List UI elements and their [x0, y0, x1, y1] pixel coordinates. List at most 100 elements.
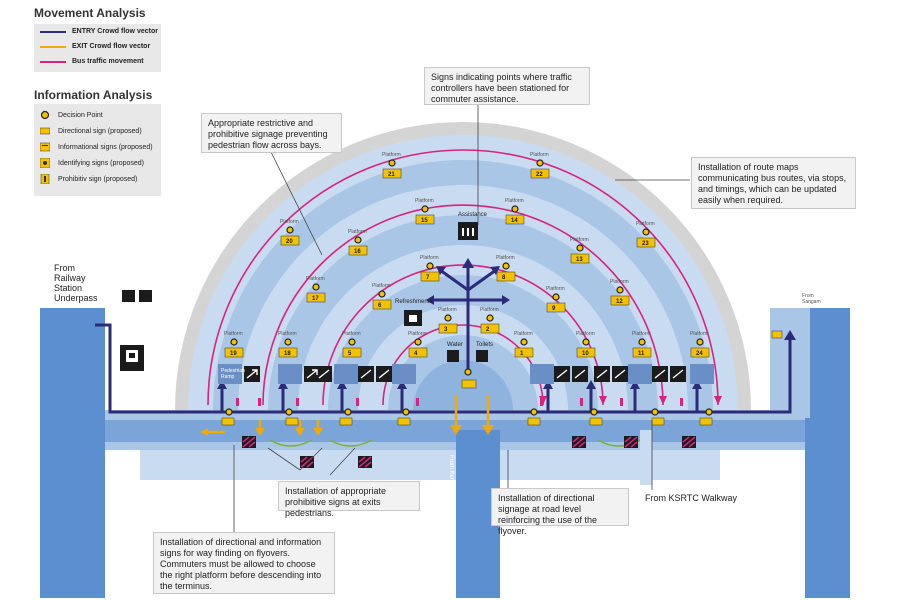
legend-informational-row: Informational signs (proposed): [40, 142, 153, 152]
platform-label: Platform: [632, 331, 651, 337]
platform-decision-point: [502, 262, 510, 270]
platform-decision-point: [378, 290, 386, 298]
central-amenities: [120, 222, 488, 371]
platform-sign: [420, 271, 440, 282]
platform-number: 8: [502, 275, 506, 281]
callout-prohibitive-exits: Installation of appropriate prohibitive …: [278, 481, 420, 518]
platform-label: Platform: [342, 331, 361, 337]
platform-sign: [570, 253, 590, 264]
platform-8: 8: [496, 262, 516, 282]
platform-sign: [496, 271, 516, 282]
legend-entry-label: ENTRY Crowd flow vector: [72, 28, 158, 35]
legend-bus-row: Bus traffic movement: [40, 58, 144, 65]
callout-flyover-wayfinding: Installation of directional and informat…: [153, 532, 335, 594]
platform-sign: [480, 323, 500, 334]
legend-entry-row: ENTRY Crowd flow vector: [40, 28, 158, 35]
platform-19: 19: [224, 338, 244, 358]
platform-decision-point: [421, 205, 429, 213]
platform-label: Platform: [496, 255, 515, 261]
platform-15: 15: [415, 205, 435, 225]
callout-directional-road: Installation of directional signage at r…: [491, 488, 629, 536]
platform-5: 5: [342, 338, 362, 358]
platform-16: 16: [348, 236, 368, 256]
platform-number: 12: [616, 299, 623, 305]
platform-sign: [415, 214, 435, 225]
platform-decision-point: [616, 286, 624, 294]
platform-24: 24: [690, 338, 710, 358]
platform-label: Platform: [610, 279, 629, 285]
bus-line-icon: [40, 60, 66, 63]
platform-decision-point: [348, 338, 356, 346]
legend-identifying-label: Identifying signs (proposed): [58, 159, 144, 167]
platform-number: 9: [552, 306, 556, 312]
platform-decision-point: [582, 338, 590, 346]
platform-decision-point: [638, 338, 646, 346]
label-refreshments: Refreshments: [395, 299, 433, 305]
platform-number: 2: [486, 327, 490, 333]
platform-17: 17: [306, 283, 326, 303]
legend-decision-row: Decision Point: [40, 110, 103, 120]
platform-3: 3: [438, 314, 458, 334]
platform-number: 15: [421, 218, 428, 224]
platform-number: 17: [312, 296, 319, 302]
platform-decision-point: [642, 228, 650, 236]
platform-decision-point: [536, 159, 544, 167]
platform-label: Platform: [514, 331, 533, 337]
platform-label: Platform: [636, 221, 655, 227]
callout-controllers: Signs indicating points where traffic co…: [424, 67, 590, 105]
label-toilets: Toilets: [476, 342, 494, 348]
platform-number: 6: [378, 303, 382, 309]
right-pier: [805, 308, 850, 598]
platform-22: 22: [530, 159, 550, 179]
legend-directional-label: Directional sign (proposed): [58, 127, 142, 135]
entry-flow: [95, 262, 792, 414]
platform-20: 20: [280, 226, 300, 246]
platform-number: 18: [284, 351, 291, 357]
platform-label: Platform: [280, 219, 299, 225]
platform-label: Platform: [576, 331, 595, 337]
platform-number: 7: [426, 275, 430, 281]
identifying-sign-icon: [40, 158, 50, 168]
platform-label: Platform: [372, 283, 391, 289]
toilets-icon: [476, 350, 488, 362]
platform-sign: [610, 295, 630, 306]
platform-decision-point: [230, 338, 238, 346]
platform-2: 2: [480, 314, 500, 334]
platform-label: Platform: [420, 255, 439, 261]
platform-sign: [408, 347, 428, 358]
decision-point-icon: [40, 110, 50, 120]
platform-label: Platform: [382, 152, 401, 158]
platform-decision-point: [426, 262, 434, 270]
barrier-signs: [242, 436, 696, 468]
platform-number: 4: [414, 351, 418, 357]
legend-directional-row: Directional sign (proposed): [40, 126, 142, 136]
platform-number: 3: [444, 327, 448, 333]
callout-route-maps: Installation of route maps communicating…: [691, 157, 856, 209]
platform-label: Platform: [570, 237, 589, 243]
label-from-kempegowda: From Kempegowda Bus Terminus (KSRTC): [448, 455, 454, 572]
platform-number: 11: [638, 351, 645, 357]
platform-sign: [348, 245, 368, 256]
platform-12: 12: [610, 286, 630, 306]
platform-label: Platform: [278, 331, 297, 337]
platform-sign: [632, 347, 652, 358]
platform-label: Platform: [348, 229, 367, 235]
platform-sign: [280, 235, 300, 246]
label-assistance: Assistance: [458, 212, 488, 218]
legend-decision-label: Decision Point: [58, 111, 103, 119]
platform-number: 16: [354, 249, 361, 255]
platform-number: 21: [388, 172, 395, 178]
exit-line-icon: [40, 45, 66, 48]
legend-prohibitive-label: Prohibitiv sign (proposed): [58, 175, 138, 183]
platform-18: 18: [278, 338, 298, 358]
platform-sign: [224, 347, 244, 358]
entry-arrow-heads: [217, 258, 796, 389]
platform-14: 14: [505, 205, 525, 225]
platform-number: 14: [511, 218, 518, 224]
platform-label: Platform: [530, 152, 549, 158]
platform-decision-point: [511, 205, 519, 213]
road-band: [40, 420, 850, 442]
decision-points: [225, 368, 713, 416]
platform-number: 19: [230, 351, 237, 357]
platform-decision-point: [444, 314, 452, 322]
